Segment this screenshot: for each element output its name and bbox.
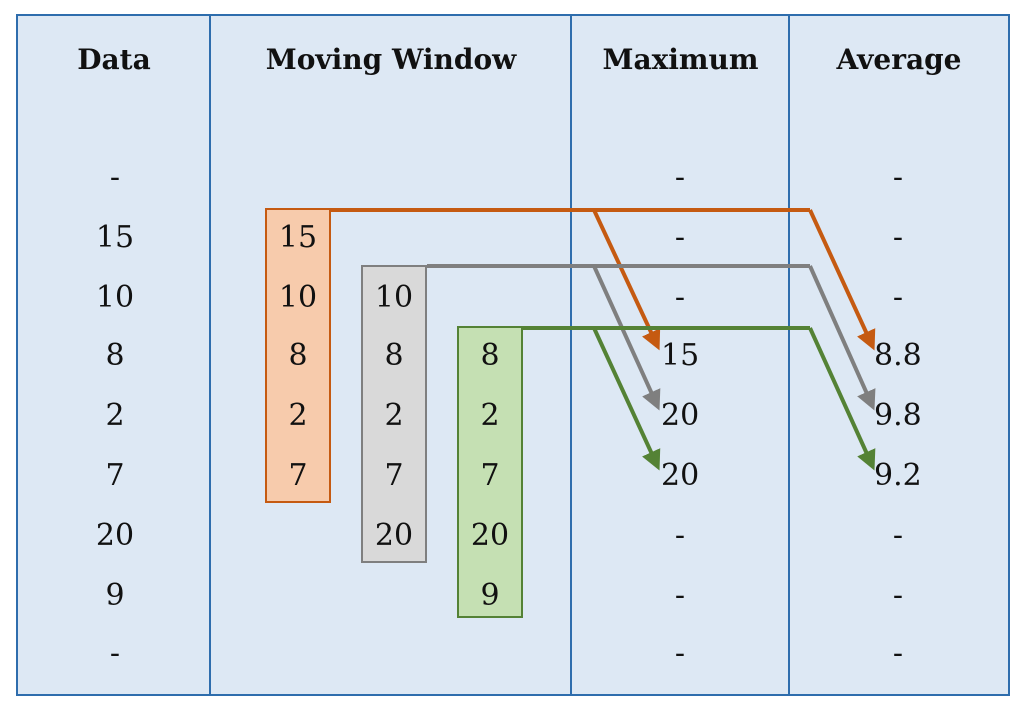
window-3-cell: 8 <box>480 338 500 373</box>
window-2-cell: 7 <box>384 458 404 493</box>
window-1-cell: 8 <box>288 338 308 373</box>
window-1-box <box>265 208 331 503</box>
maximum-cell: - <box>674 518 686 553</box>
window-2-cell: 20 <box>374 518 414 553</box>
average-cell: - <box>892 280 904 315</box>
data-cell: 9 <box>105 578 125 613</box>
window-1-to-max-arrow <box>592 209 661 351</box>
data-cell: - <box>109 160 121 195</box>
data-header: Data <box>77 43 151 76</box>
maximum-header: Maximum <box>602 43 759 76</box>
data-cell: 7 <box>105 458 125 493</box>
window-2-box <box>361 265 427 563</box>
maximum-cell: 15 <box>661 338 700 373</box>
window-3-to-max-arrow <box>592 327 661 471</box>
maximum-cell: - <box>674 220 686 255</box>
window-2-cell: 8 <box>384 338 404 373</box>
maximum-cell: 20 <box>661 398 700 433</box>
average-cell: 9.2 <box>874 458 922 493</box>
moving-window-header: Moving Window <box>265 43 517 76</box>
average-cell: 8.8 <box>874 338 922 373</box>
window-1-cell: 7 <box>288 458 308 493</box>
window-2-cell: 2 <box>384 398 404 433</box>
window-3-cell: 7 <box>480 458 500 493</box>
maximum-cell: - <box>674 578 686 613</box>
data-column-panel <box>16 14 212 696</box>
data-cell: 10 <box>95 280 135 315</box>
window-3-cell: 20 <box>470 518 510 553</box>
window-2-to-max-arrow <box>592 265 661 411</box>
maximum-cell: - <box>674 280 686 315</box>
window-3-cell: 9 <box>480 578 500 613</box>
data-cell: - <box>109 636 121 671</box>
window-2-cell: 10 <box>374 280 414 315</box>
window-3-cell: 2 <box>480 398 500 433</box>
window-1-to-avg-arrow <box>808 209 876 351</box>
data-cell: 2 <box>105 398 125 433</box>
average-cell: 9.8 <box>874 398 922 433</box>
maximum-cell: - <box>674 160 686 195</box>
window-2-to-avg-arrow <box>808 265 876 411</box>
average-cell: - <box>892 636 904 671</box>
data-cell: 20 <box>95 518 135 553</box>
average-cell: - <box>892 578 904 613</box>
average-cell: - <box>892 518 904 553</box>
window-1-cell: 15 <box>278 220 318 255</box>
data-cell: 15 <box>95 220 135 255</box>
maximum-cell: 20 <box>661 458 700 493</box>
average-cell: - <box>892 220 904 255</box>
window-3-to-avg-arrow <box>808 327 876 471</box>
average-cell: - <box>892 160 904 195</box>
window-1-cell: 10 <box>278 280 318 315</box>
window-3-box <box>457 326 523 618</box>
average-column-panel <box>788 14 1010 696</box>
average-header: Average <box>836 43 962 76</box>
data-cell: 8 <box>105 338 125 373</box>
maximum-cell: - <box>674 636 686 671</box>
window-1-cell: 2 <box>288 398 308 433</box>
